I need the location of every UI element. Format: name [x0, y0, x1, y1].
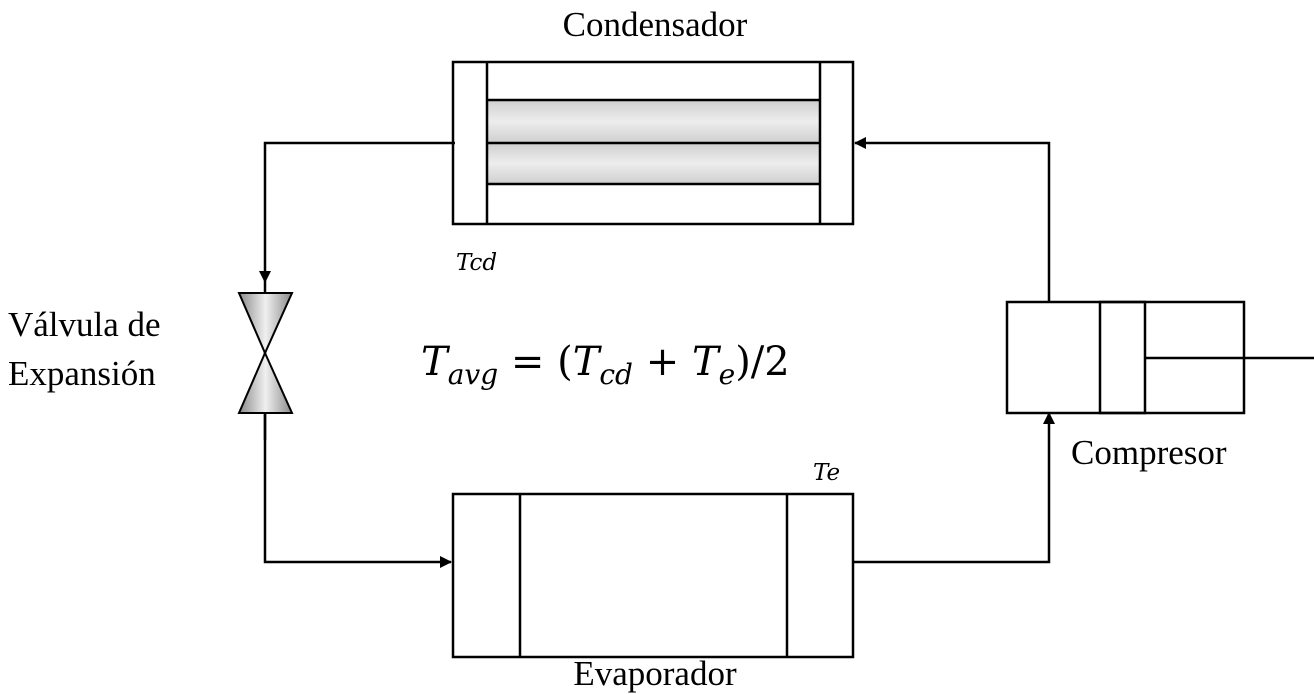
eq-plus: +: [633, 339, 692, 385]
eq-term2-subscript: e: [719, 358, 736, 391]
pipe-compressor-to-condenser: [854, 137, 1051, 302]
compressor-unit: [1005, 300, 1314, 415]
valve-upper-cone: [237, 292, 294, 356]
eq-lhs-subscript: avg: [448, 358, 498, 391]
valve-bottom-cone: [237, 350, 294, 414]
valve-label-line1: Válvula de: [8, 305, 161, 344]
eq-term2-symbol: T: [692, 339, 722, 385]
te-label: Te: [813, 460, 840, 486]
valve-label-line2: Expansión: [8, 354, 156, 393]
eq-equals-open: = (: [498, 339, 573, 385]
condenser-label: Condensador: [563, 5, 748, 44]
pipe-evaporator-to-compressor: [853, 412, 1055, 564]
evaporator-body: [451, 492, 855, 659]
eq-term1-subscript: cd: [599, 358, 633, 391]
expansion-valve: [237, 282, 294, 440]
condenser-tube-band: [487, 100, 820, 143]
evaporator-unit: [451, 492, 855, 659]
pipe-condenser-to-valve: [259, 141, 455, 283]
evaporator-label: Evaporador: [573, 654, 737, 693]
eq-term1-symbol: T: [573, 339, 603, 385]
average-temperature-equation: Tavg = (Tcd + Te)/2: [421, 339, 790, 391]
pipe-valve-to-evaporator: [263, 293, 452, 568]
compressor-label: Compresor: [1071, 433, 1227, 472]
compressor-piston: [1098, 300, 1147, 415]
eq-lhs-symbol: T: [421, 339, 451, 385]
tcd-label: Tcd: [456, 250, 497, 276]
eq-close: )/2: [735, 339, 790, 385]
condenser-unit: [451, 60, 855, 226]
condenser-tube-band: [487, 143, 820, 184]
condenser-body: [451, 60, 855, 226]
